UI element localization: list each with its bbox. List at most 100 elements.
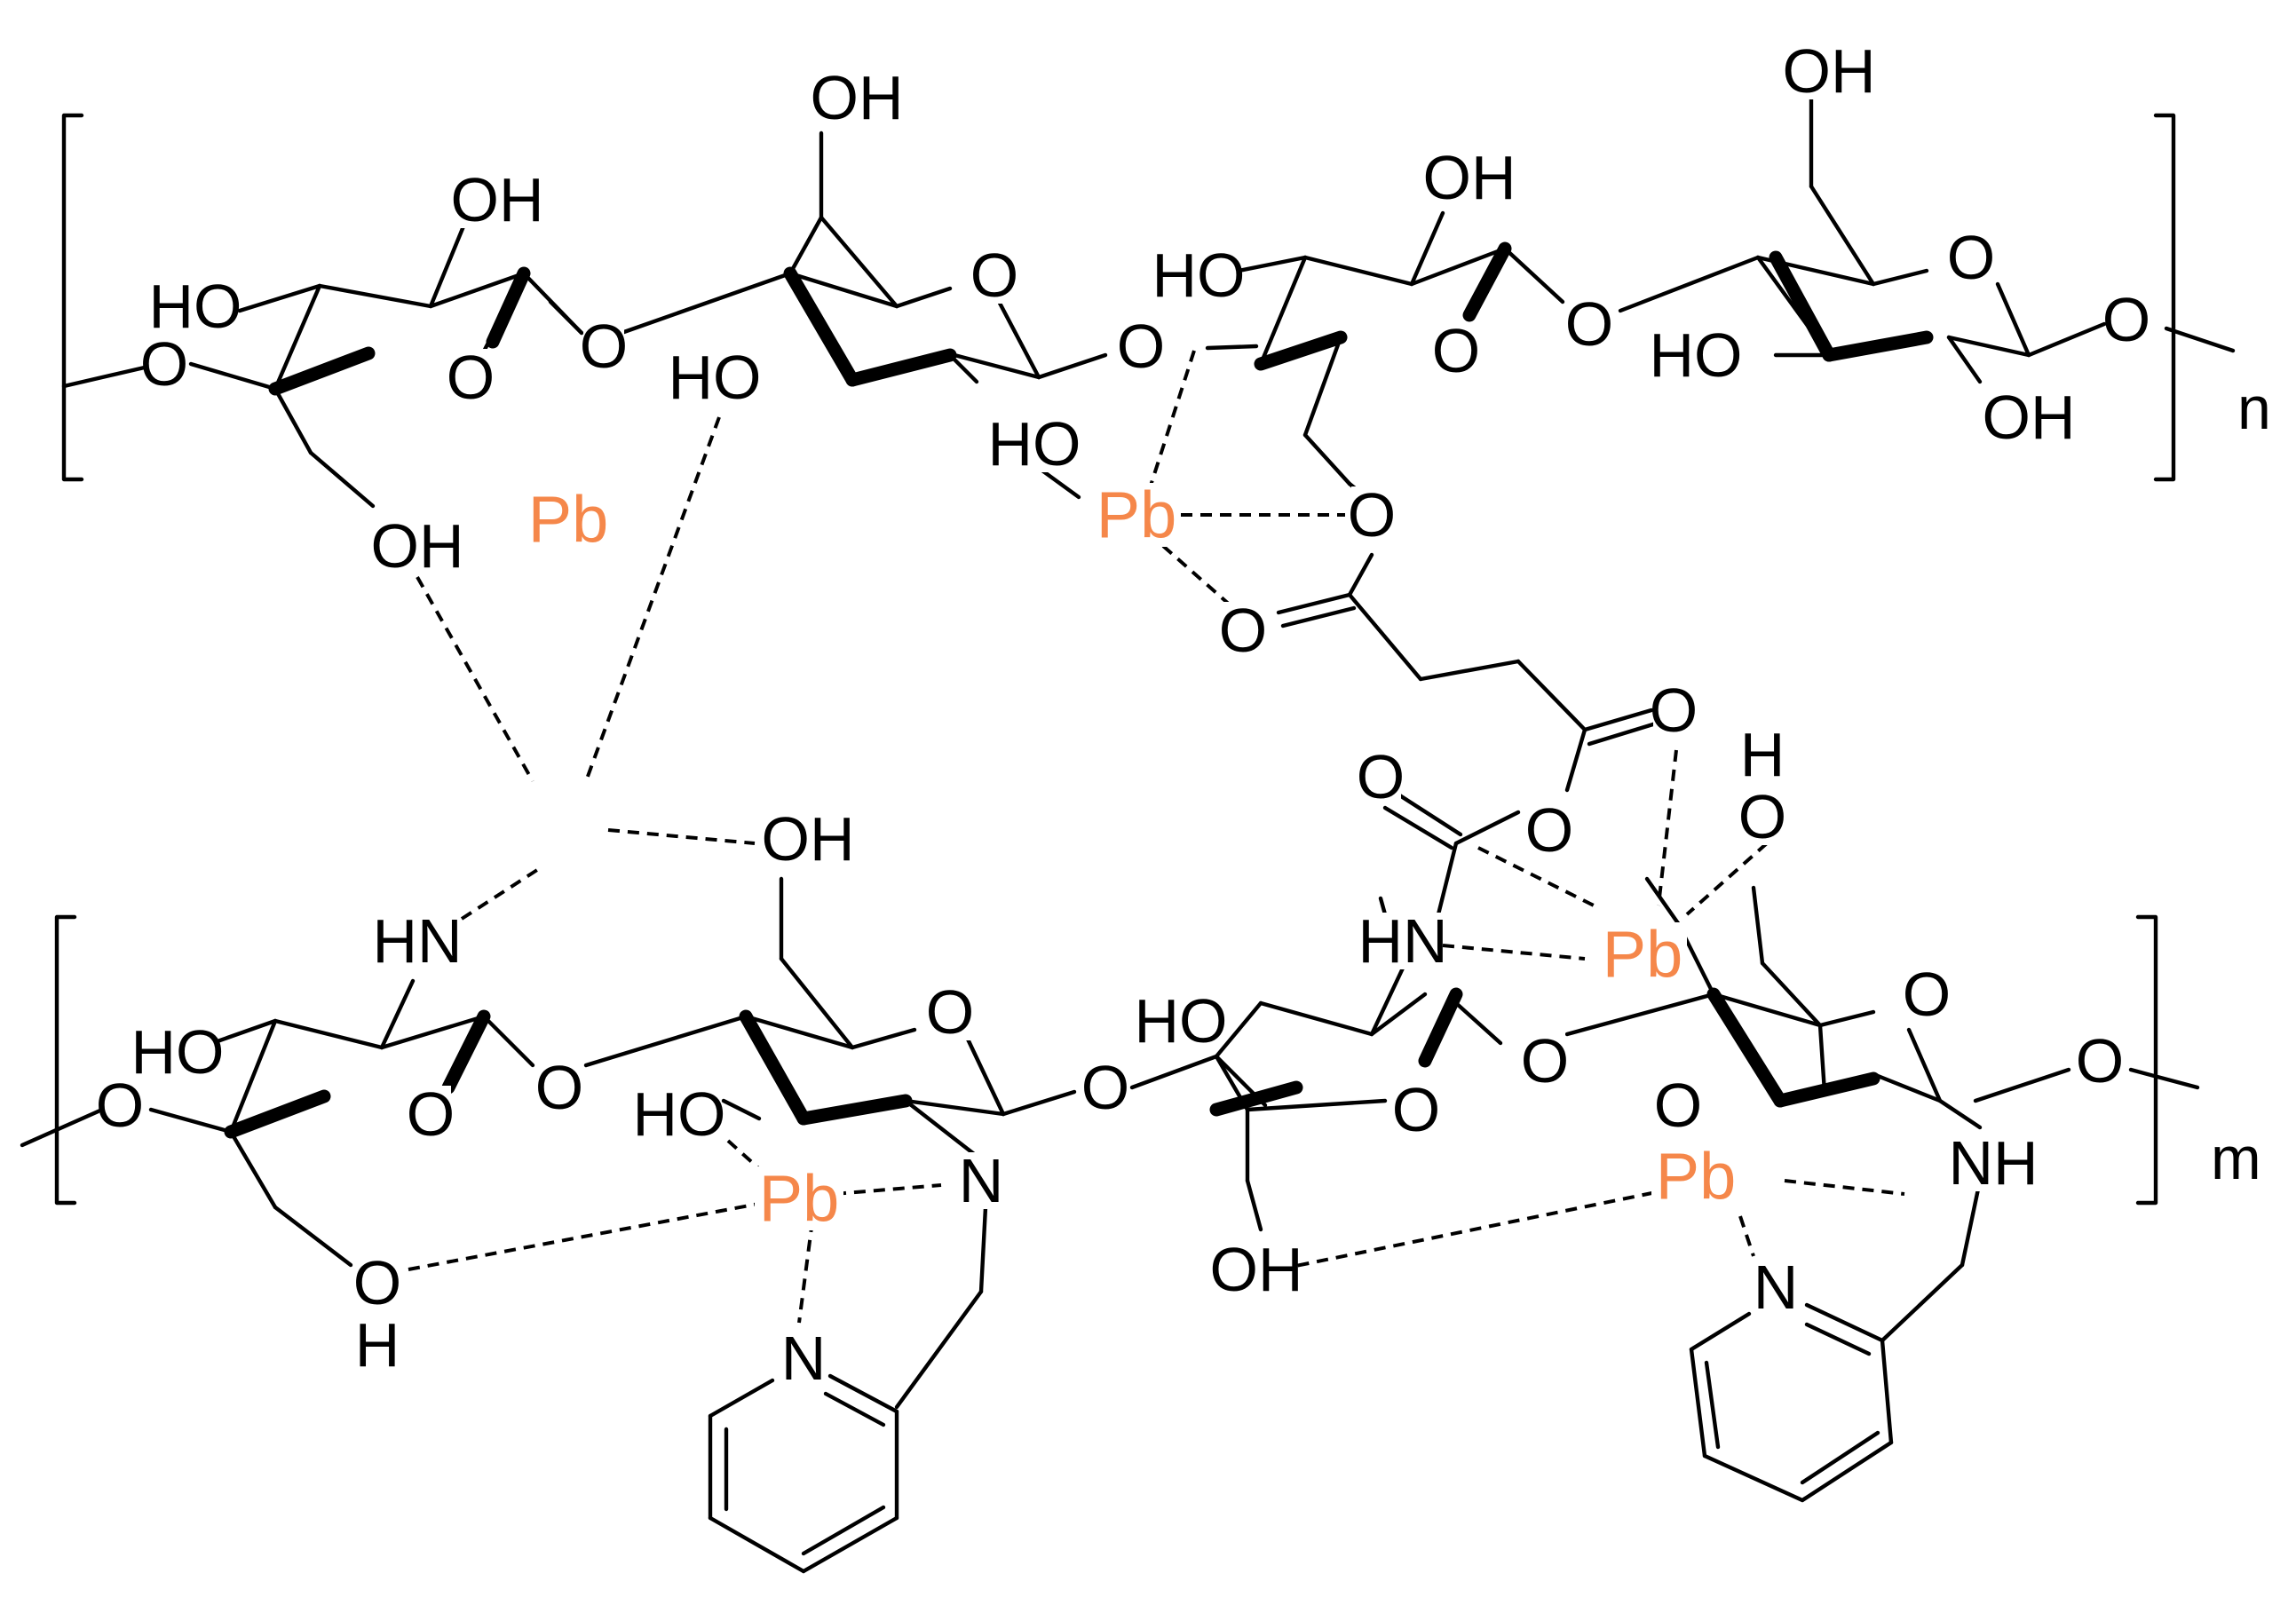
atom-label-background: [1431, 149, 1508, 206]
bottom-chain-bonds: [20, 876, 2200, 1410]
bracket-bottom-right: [2135, 914, 2158, 1206]
lead-atom-pb: Pb: [528, 483, 609, 557]
atom-label-o: O: [140, 329, 188, 399]
atom-label-background: [357, 1316, 398, 1373]
atom-label-o: O: [535, 1053, 583, 1122]
atom-label-oh: OH: [1423, 143, 1516, 212]
atom-label-background: [1365, 913, 1441, 969]
pb-label-background: [1598, 922, 1687, 986]
atom-label-background: [1396, 1081, 1437, 1138]
atom-label-background: [144, 336, 185, 392]
pb-label-background: [755, 1166, 843, 1230]
pb-label-background: [1092, 483, 1181, 547]
atom-label-background: [357, 1254, 398, 1311]
atom-label-background: [379, 518, 455, 574]
top-chain-bonds: [61, 95, 2236, 509]
atom-label-o: O: [1432, 316, 1480, 385]
atom-label-o: O: [2102, 285, 2150, 354]
atom-label-background: [819, 69, 895, 126]
atom-label-background: [583, 318, 624, 375]
atom-label-o: O: [1654, 1071, 1702, 1140]
atom-label-background: [1524, 1032, 1565, 1089]
atom-label-background: [459, 171, 535, 228]
atom-label-background: [1906, 966, 1947, 1023]
atom-label-background: [450, 349, 491, 406]
pb-label-background: [524, 487, 613, 551]
atom-label-ho: HO: [149, 272, 242, 341]
atom-label-nh: NH: [1948, 1128, 2038, 1198]
atom-label-o: O: [1525, 795, 1573, 865]
atom-label-ho: HO: [1650, 320, 1743, 390]
atom-label-o: O: [1348, 480, 1396, 549]
atom-label-o: O: [96, 1071, 144, 1140]
atom-label-background: [1218, 1241, 1294, 1298]
atom-label-oh: OH: [762, 804, 855, 874]
atom-label-background: [2079, 1032, 2120, 1089]
atom-label-o: O: [580, 312, 628, 381]
atom-label-background: [930, 984, 970, 1040]
coordination-bonds: [408, 350, 1905, 1324]
atom-label-background: [974, 247, 1015, 304]
atom-label-background: [677, 349, 753, 406]
atom-label-o: O: [2076, 1026, 2124, 1095]
atom-label-background: [1085, 1059, 1126, 1116]
lead-atom-pb: Pb: [1603, 918, 1683, 992]
atom-label-background: [379, 913, 455, 969]
atom-label-n: N: [1754, 1253, 1799, 1322]
succinate-linker-bonds: [1276, 481, 1659, 793]
bracket-top-right: [2153, 113, 2176, 482]
atom-label-n: N: [959, 1146, 1004, 1215]
pyridine-right: [1689, 1302, 1894, 1503]
bracket-bottom-left: [54, 914, 77, 1206]
bottom-chain-wedges: [224, 987, 1880, 1139]
atom-label-oh: OH: [1983, 383, 2076, 452]
atom-label-background: [961, 1152, 1002, 1209]
atom-label-o: O: [1947, 223, 1995, 292]
atom-label-o: O: [1903, 960, 1951, 1029]
atom-label-background: [1742, 788, 1783, 845]
atom-label-o: O: [1117, 312, 1165, 381]
atom-label-background: [1529, 802, 1570, 858]
repeat-subscript-m: m: [2211, 1125, 2261, 1192]
lead-atom-pb: Pb: [759, 1162, 840, 1236]
atom-label-background: [539, 1059, 580, 1116]
top-chain-wedges: [268, 241, 1934, 396]
atom-label-o: O: [447, 343, 495, 412]
atom-label-oh: OH: [811, 63, 904, 132]
atom-label-background: [1742, 726, 1783, 783]
atom-label-ho: HO: [988, 409, 1081, 478]
atom-label-o: O: [353, 1248, 401, 1317]
atom-label-oh: OH: [371, 511, 464, 581]
atom-label-background: [783, 1330, 824, 1387]
atom-label-background: [1951, 229, 1991, 286]
atom-label-background: [1755, 1259, 1796, 1316]
atom-label-background: [1658, 327, 1734, 383]
atom-label-background: [1351, 486, 1392, 543]
atom-label-o: O: [1081, 1053, 1129, 1122]
atom-label-background: [139, 1024, 216, 1080]
atom-label-h: H: [355, 1310, 400, 1380]
atom-label-background: [2106, 291, 2147, 348]
atom-label-o: O: [1738, 782, 1786, 851]
atom-label-n: N: [781, 1324, 827, 1393]
atom-label-oh: OH: [451, 165, 544, 234]
atom-label-o: O: [1565, 289, 1613, 359]
repeat-subscript-n: n: [2237, 375, 2271, 442]
pb-label-background: [1651, 1144, 1740, 1208]
atom-label-hn: HN: [1358, 906, 1447, 976]
atom-label-o: O: [1392, 1075, 1440, 1144]
atom-label-background: [99, 1077, 140, 1134]
atom-label-ho: HO: [633, 1079, 726, 1149]
atom-label-background: [1436, 322, 1477, 379]
atom-label-background: [770, 810, 846, 867]
atom-label-hn: HN: [372, 906, 462, 976]
lead-atom-pb: Pb: [1656, 1140, 1737, 1214]
atom-label-o: O: [1357, 742, 1405, 811]
atom-label-o: O: [1219, 596, 1267, 665]
atom-label-background: [1160, 247, 1237, 304]
bracket-top-left: [61, 113, 84, 482]
